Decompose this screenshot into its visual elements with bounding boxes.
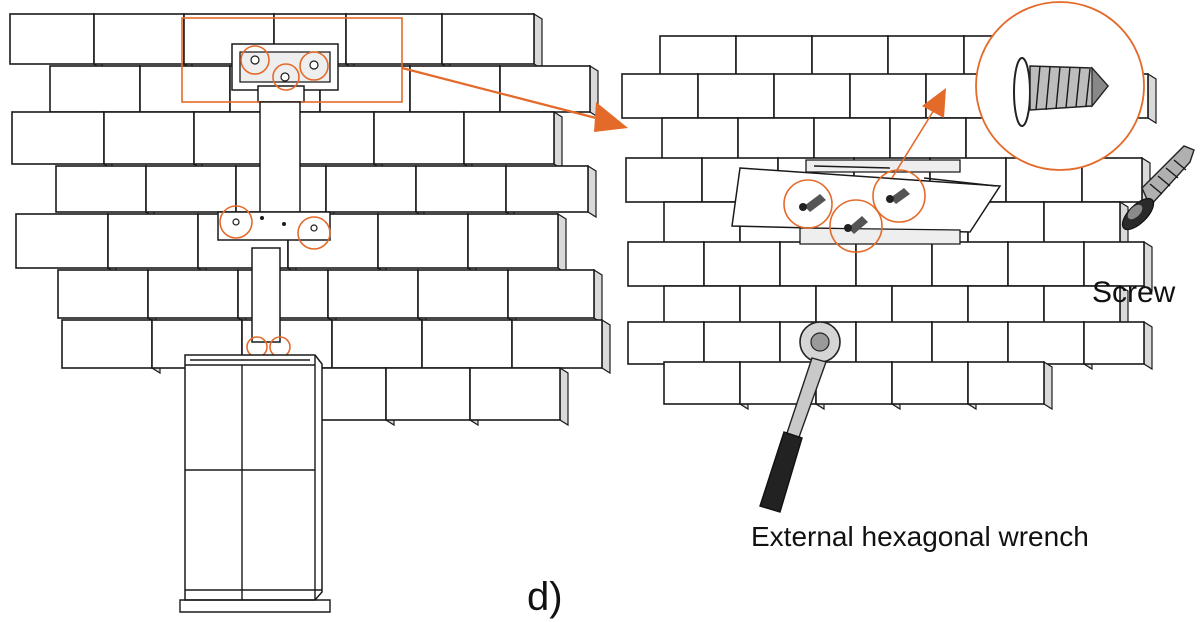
screw-icon bbox=[886, 188, 910, 204]
right-screw-highlight bbox=[783, 179, 833, 229]
brick bbox=[811, 35, 889, 81]
brick bbox=[93, 13, 185, 65]
brick bbox=[737, 117, 815, 161]
brick bbox=[415, 165, 507, 213]
brick bbox=[331, 319, 423, 369]
brick bbox=[1083, 241, 1145, 287]
brick bbox=[735, 35, 813, 81]
brick bbox=[507, 269, 595, 319]
left-screw-highlight bbox=[299, 51, 329, 81]
brick-side bbox=[587, 164, 597, 219]
brick bbox=[889, 117, 967, 161]
brick bbox=[469, 367, 561, 421]
brick bbox=[505, 165, 589, 213]
brick bbox=[1043, 285, 1121, 329]
brick bbox=[55, 165, 147, 213]
brick bbox=[931, 241, 1009, 287]
brick bbox=[417, 269, 509, 319]
brick bbox=[49, 65, 141, 113]
screw-label: Screw bbox=[1092, 276, 1176, 309]
brick-side bbox=[1043, 360, 1053, 411]
brick bbox=[9, 13, 95, 65]
left-screw-highlight bbox=[297, 216, 331, 250]
left-vertical-plate bbox=[217, 101, 331, 343]
brick-side bbox=[559, 366, 569, 427]
left-top-bracket bbox=[231, 43, 339, 103]
brick bbox=[815, 285, 893, 329]
brick bbox=[931, 321, 1009, 365]
screw-icon bbox=[844, 216, 868, 234]
brick bbox=[621, 73, 699, 119]
brick bbox=[703, 241, 781, 287]
brick bbox=[891, 285, 969, 329]
brick bbox=[625, 157, 703, 203]
brick bbox=[967, 285, 1045, 329]
right-screw-highlight bbox=[872, 169, 926, 223]
arrow-icon bbox=[401, 66, 628, 132]
brick bbox=[511, 319, 603, 369]
brick bbox=[1083, 321, 1145, 365]
brick-side bbox=[553, 110, 563, 171]
brick bbox=[663, 361, 741, 405]
left-screw-highlight bbox=[219, 205, 253, 239]
right-screw-highlight bbox=[829, 199, 883, 253]
screw-icon bbox=[799, 194, 826, 212]
brick bbox=[441, 13, 535, 65]
brick bbox=[773, 73, 851, 119]
arrow-icon bbox=[891, 88, 946, 179]
magnifier-circle-icon bbox=[975, 1, 1145, 171]
brick bbox=[345, 13, 443, 65]
brick bbox=[139, 65, 231, 113]
right-brick-wall bbox=[621, 34, 1157, 411]
brick-side bbox=[593, 268, 603, 325]
brick bbox=[855, 321, 933, 365]
hex-wrench-icon bbox=[759, 321, 841, 513]
brick bbox=[467, 213, 559, 269]
brick bbox=[61, 319, 153, 369]
left-screw-highlight bbox=[240, 45, 270, 75]
screw-icon bbox=[1121, 145, 1195, 231]
brick bbox=[327, 269, 419, 319]
brick bbox=[107, 213, 199, 269]
brick bbox=[11, 111, 105, 165]
brick bbox=[57, 269, 149, 319]
brick-side bbox=[1143, 320, 1153, 371]
brick-side bbox=[601, 318, 611, 375]
brick bbox=[697, 73, 775, 119]
brick bbox=[703, 321, 781, 365]
brick-side bbox=[557, 212, 567, 275]
brick bbox=[421, 319, 513, 369]
brick-side bbox=[533, 12, 543, 71]
brick bbox=[373, 111, 465, 165]
brick bbox=[813, 117, 891, 161]
brick bbox=[463, 111, 555, 165]
brick bbox=[967, 361, 1045, 405]
brick bbox=[15, 213, 109, 269]
brick bbox=[891, 361, 969, 405]
step-label: d) bbox=[527, 575, 563, 619]
brick bbox=[385, 367, 471, 421]
brick bbox=[147, 269, 239, 319]
brick bbox=[627, 241, 705, 287]
brick bbox=[1043, 201, 1121, 245]
brick bbox=[325, 165, 417, 213]
left-brick-wall bbox=[9, 12, 611, 427]
brick bbox=[377, 213, 469, 269]
left-screw-highlight bbox=[272, 63, 300, 91]
brick bbox=[815, 361, 893, 405]
brick bbox=[1081, 157, 1143, 203]
brick bbox=[1007, 241, 1085, 287]
battery-cabinet bbox=[179, 354, 331, 613]
brick bbox=[663, 201, 741, 245]
brick bbox=[739, 285, 817, 329]
brick-side bbox=[1147, 72, 1157, 125]
brick bbox=[145, 165, 237, 213]
wrench-label: External hexagonal wrench bbox=[751, 521, 1089, 552]
brick bbox=[849, 73, 927, 119]
brick bbox=[1007, 321, 1085, 365]
brick bbox=[627, 321, 705, 365]
brick bbox=[661, 117, 739, 161]
brick bbox=[103, 111, 195, 165]
